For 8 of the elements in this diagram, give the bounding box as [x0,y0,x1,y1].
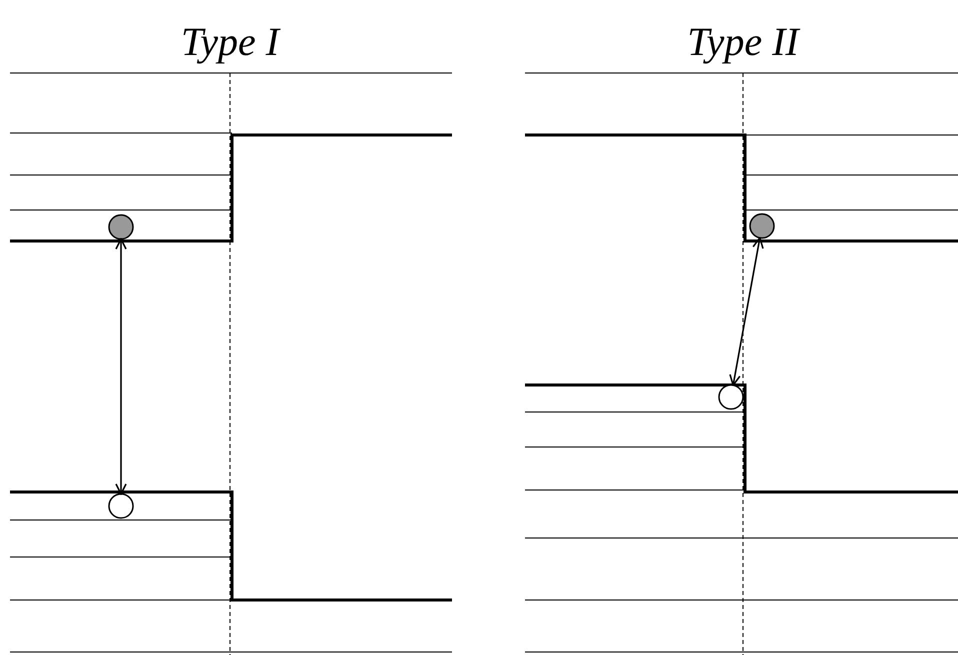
carrier-circle [718,384,744,410]
double-arrow [729,237,764,386]
carrier-circle [749,213,775,239]
carrier-circle [108,493,134,519]
panel-title: Type I [180,18,280,65]
panel-title: Type II [687,18,799,65]
double-arrow [115,238,127,495]
carrier-circle [108,214,134,240]
